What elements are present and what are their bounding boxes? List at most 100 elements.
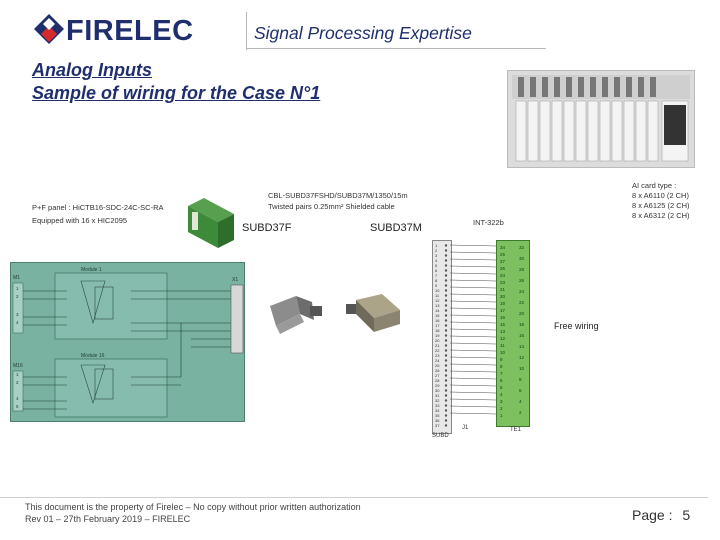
te1-right-number: 22: [519, 300, 525, 305]
j1-pin-number: 13: [435, 303, 440, 308]
j1-pin: [444, 359, 448, 362]
te1-right-number: 30: [519, 256, 525, 261]
te1-left-number: 2: [500, 406, 503, 411]
te1-right-number: 2: [519, 410, 522, 415]
te1-left-number: 4: [500, 392, 503, 397]
jumper-wire: [450, 412, 496, 415]
te1-left-number: 9: [500, 357, 503, 362]
te1-left-number: 3: [500, 399, 503, 404]
subd37f-connector-icon: [270, 296, 322, 334]
jumper-wire: [450, 349, 496, 352]
j1-pin: [444, 279, 448, 282]
te1-left-number: 34: [500, 245, 506, 250]
te1-left-number: 26: [500, 266, 506, 271]
jumper-wire: [450, 244, 496, 247]
j1-pin-number: 36: [435, 418, 440, 423]
j1-pin: [444, 419, 448, 422]
te1-left-number: 15: [500, 322, 506, 327]
j1-pin: [444, 409, 448, 412]
j1-pin: [444, 299, 448, 302]
cable-desc: Twisted pairs 0.25mm² Shielded cable: [268, 202, 395, 211]
j1-pin: [444, 319, 448, 322]
te1-left-number: 6: [500, 378, 503, 383]
jumper-wire: [450, 335, 496, 338]
j1-pin-number: 14: [435, 308, 440, 313]
te1-left-number: 27: [500, 259, 506, 264]
j1-pin: [444, 274, 448, 277]
j1-pin: [444, 414, 448, 417]
j1-pin: [444, 389, 448, 392]
jumper-wire: [450, 293, 496, 296]
j1-pin: [444, 324, 448, 327]
ai-rack-image: [507, 70, 695, 168]
jumper-wire: [450, 391, 496, 394]
jumper-wire: [450, 384, 496, 387]
te1-left-number: 7: [500, 371, 503, 376]
j1-pin: [444, 344, 448, 347]
j1-pin-number: 26: [435, 368, 440, 373]
j1-pin: [444, 329, 448, 332]
j1-pin-number: 10: [435, 288, 440, 293]
j1-pin-number: 20: [435, 338, 440, 343]
j1-pin: [444, 379, 448, 382]
logo-text: FIRELEC: [66, 15, 194, 47]
left-terminal: 1: [16, 372, 19, 377]
te1-left-number: 23: [500, 280, 506, 285]
j1-pin-number: 28: [435, 378, 440, 383]
j1-pin: [444, 269, 448, 272]
te1-left-number: 11: [500, 343, 505, 348]
te1-label: TE1: [510, 427, 522, 433]
j1-pin-number: 4: [435, 258, 438, 263]
j1-pin-number: 19: [435, 333, 440, 338]
left-terminal: 1: [16, 286, 19, 291]
m1-label: M1: [13, 275, 20, 281]
te1-left-number: 19: [500, 301, 506, 306]
te1-left-number: 13: [500, 329, 506, 334]
j1-pin: [444, 364, 448, 367]
jumper-wire: [450, 272, 496, 275]
left-terminal: 4: [16, 396, 19, 401]
te1-left-number: 20: [500, 294, 506, 299]
j1-pin-number: 3: [435, 253, 438, 258]
j1-pin-number: 21: [435, 343, 440, 348]
te1-right-number: 18: [519, 322, 525, 327]
module-bottom-label: Module 16: [81, 353, 105, 359]
footer-revision: Rev 01 – 27th February 2019 – FIRELEC: [25, 514, 191, 524]
m16-label: M16: [13, 363, 23, 369]
j1-pin-number: 24: [435, 358, 440, 363]
ai-card-3: 8 x A6312 (2 CH): [632, 211, 690, 220]
j1-pin: [444, 424, 448, 427]
te1-left-number: 25: [500, 252, 506, 257]
jumper-wire: [450, 321, 496, 324]
te1-right-number: 10: [519, 366, 525, 371]
jumper-wire: [450, 279, 496, 282]
te1-right-number: 24: [519, 289, 525, 294]
panel-label: P+F panel : HiCTB16-SDC-24C-SC-RA: [32, 203, 164, 212]
j1-pin: [444, 264, 448, 267]
hic-module-image: [188, 198, 234, 248]
j1-pin-number: 15: [435, 313, 440, 318]
connector-left-label: SUBD37F: [242, 222, 292, 234]
header-divider-horizontal: [246, 48, 546, 49]
jumper-wire: [450, 370, 496, 373]
jumper-wire: [450, 405, 496, 408]
jumper-wire: [450, 328, 496, 331]
j1-pin: [444, 384, 448, 387]
j1-pin-number: 31: [435, 393, 440, 398]
j1-label: J1: [462, 425, 469, 431]
j1-pin: [444, 249, 448, 252]
footer-divider: [0, 497, 708, 498]
j1-pin-number: 25: [435, 363, 440, 368]
jumper-wire: [450, 251, 496, 254]
te1-left-number: 17: [500, 308, 506, 313]
j1-pin-number: 32: [435, 398, 440, 403]
slide-subtitle: Sample of wiring for the Case N°1: [32, 83, 321, 103]
page-indicator: Page : 5: [632, 507, 690, 523]
te1-left-number: 21: [500, 287, 506, 292]
j1-pin-number: 9: [435, 283, 438, 288]
jumper-wire: [450, 314, 496, 317]
subd-label: SUBD: [432, 433, 449, 439]
te1-left-number: 24: [500, 273, 506, 278]
jumper-wires: [450, 244, 496, 415]
